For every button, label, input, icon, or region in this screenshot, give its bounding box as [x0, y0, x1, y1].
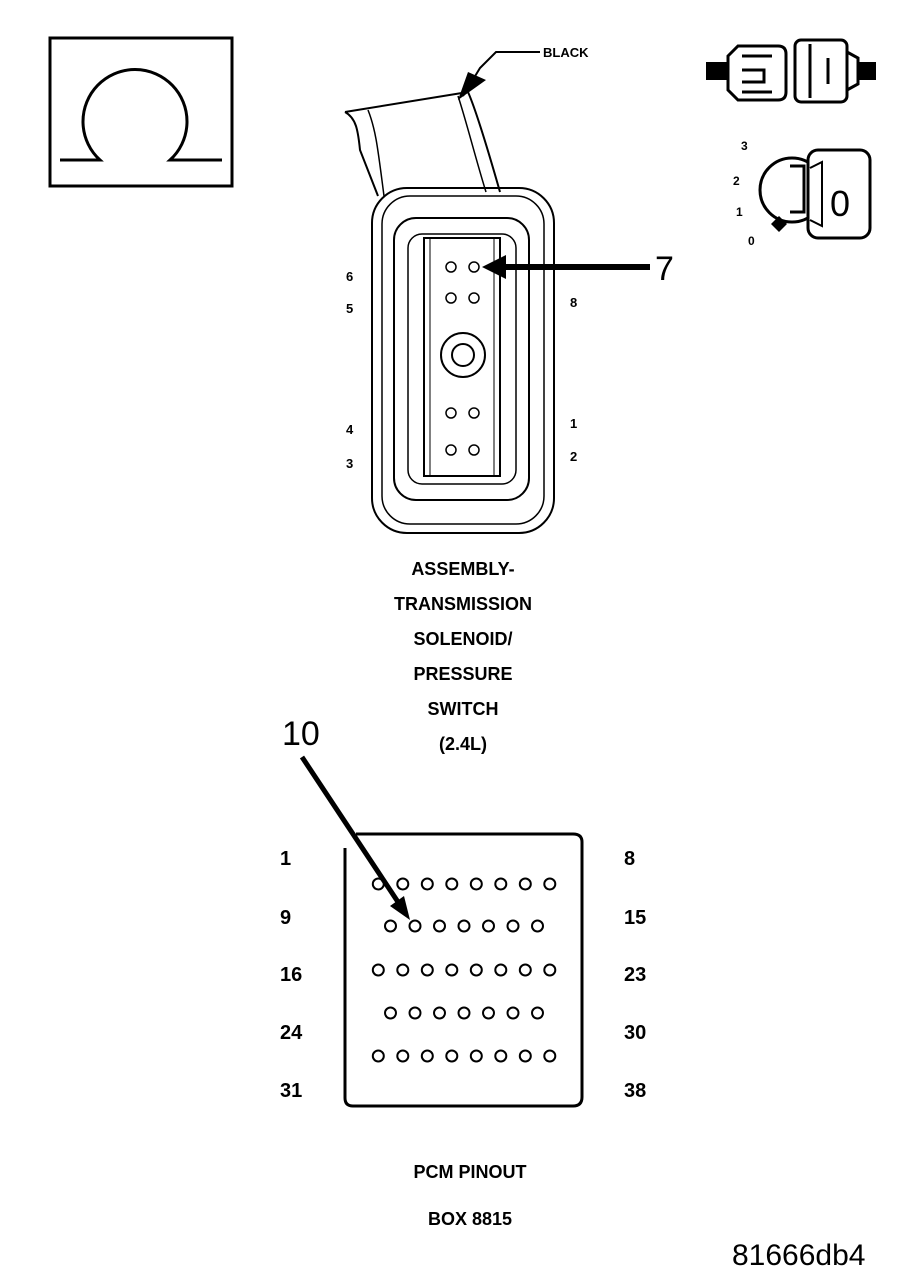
pcm-connector: [343, 832, 584, 1108]
connector-title-line-3: SOLENOID/: [413, 629, 512, 649]
connector-title-line-5: SWITCH: [428, 699, 499, 719]
ignition-key-icon: 0 3 2 1 0: [733, 139, 872, 248]
pcm-pin-34: [445, 1049, 459, 1063]
wire-color-label: BLACK: [543, 45, 589, 60]
connector-pin-8: [468, 292, 480, 304]
pcm-pin-16: [371, 963, 385, 977]
connector-title-line-1: ASSEMBLY-: [411, 559, 514, 579]
pcm-title-line-2: BOX 8815: [428, 1209, 512, 1229]
pcm-pin-1: [371, 877, 385, 891]
figure-id: 81666db4: [732, 1239, 865, 1272]
pin-label-6: 6: [346, 269, 353, 284]
pcm-pin-25: [408, 1006, 422, 1020]
pcm-pin-21: [494, 963, 508, 977]
pcm-row-label-1: 1: [280, 848, 291, 870]
pcm-pin-37: [518, 1049, 532, 1063]
connector-pin-6: [445, 261, 457, 273]
pcm-row-label-9: 9: [280, 907, 291, 929]
pcm-pin-35: [469, 1049, 483, 1063]
pcm-pin-23: [543, 963, 557, 977]
range-label-3: 3: [741, 139, 748, 153]
callout-10: 10: [282, 715, 320, 753]
pcm-pin-31: [371, 1049, 385, 1063]
connector-pin-5: [445, 292, 457, 304]
callout-7: 7: [655, 250, 674, 288]
pcm-pin-27: [457, 1006, 471, 1020]
pcm-pin-11: [433, 919, 446, 933]
wire-color-callout: BLACK: [458, 45, 589, 100]
pcm-title: PCM PINOUT BOX 8815: [413, 1162, 526, 1229]
connector-center-post: [440, 332, 486, 378]
connector-pins: [445, 261, 480, 456]
pcm-pin-8: [543, 877, 557, 891]
pcm-row-label-30: 30: [624, 1022, 646, 1044]
connector-title-line-6: (2.4L): [439, 734, 487, 754]
pcm-pin-38: [543, 1049, 557, 1063]
pcm-row-label-24: 24: [280, 1022, 303, 1044]
pin-label-1: 1: [570, 416, 577, 431]
pcm-pin-24: [384, 1006, 397, 1020]
pcm-pin-29: [506, 1006, 520, 1020]
ohm-icon: [48, 36, 234, 188]
connector-pin-1: [468, 407, 480, 419]
pcm-row-label-8: 8: [624, 848, 635, 870]
pin-label-8: 8: [570, 295, 577, 310]
pcm-row-label-15: 15: [624, 907, 646, 929]
range-label-1: 1: [736, 205, 743, 219]
pcm-pin-30: [531, 1006, 544, 1020]
pin-label-5: 5: [346, 301, 353, 316]
pcm-pin-3: [420, 877, 434, 891]
pin-label-3: 3: [346, 456, 353, 471]
pcm-pin-15: [531, 919, 544, 933]
callout-10-arrow: 10: [282, 715, 410, 920]
pcm-pin-10: [408, 919, 422, 933]
pcm-pin-12: [457, 919, 471, 933]
pcm-pin-9: [384, 919, 397, 933]
connector-title-line-2: TRANSMISSION: [394, 594, 532, 614]
pcm-pin-5: [469, 877, 483, 891]
pcm-title-line-1: PCM PINOUT: [413, 1162, 526, 1182]
pcm-pin-2: [396, 877, 410, 891]
connector-title: ASSEMBLY- TRANSMISSION SOLENOID/ PRESSUR…: [394, 559, 532, 754]
pcm-row-label-16: 16: [280, 964, 302, 986]
connector-pin-2: [468, 444, 480, 456]
pcm-pin-13: [482, 919, 495, 933]
pcm-pin-20: [469, 963, 483, 977]
pcm-pin-4: [445, 877, 459, 891]
range-label-0: 0: [748, 234, 755, 248]
pcm-pin-28: [482, 1006, 495, 1020]
pcm-row-label-38: 38: [624, 1080, 646, 1102]
range-label-2: 2: [733, 174, 740, 188]
solenoid-connector: [344, 91, 555, 534]
pcm-row-label-31: 31: [280, 1080, 302, 1102]
pcm-row-label-23: 23: [624, 964, 646, 986]
test-probe-icon: [706, 38, 876, 104]
pcm-pin-26: [433, 1006, 446, 1020]
pcm-pin-19: [445, 963, 459, 977]
ignition-position-selected: 0: [830, 183, 850, 224]
pcm-pin-6: [494, 877, 508, 891]
pcm-pin-22: [518, 963, 532, 977]
connector-pin-3: [445, 444, 457, 456]
pcm-pin-14: [506, 919, 520, 933]
pcm-pin-18: [420, 963, 434, 977]
pcm-pin-36: [494, 1049, 508, 1063]
connector-title-line-4: PRESSURE: [413, 664, 512, 684]
pin-label-4: 4: [346, 422, 354, 437]
connector-pin-7: [468, 261, 480, 273]
pcm-pin-33: [420, 1049, 434, 1063]
pcm-pin-32: [396, 1049, 410, 1063]
callout-7-arrow: 7: [482, 250, 674, 288]
pcm-pin-17: [396, 963, 410, 977]
pin-label-2: 2: [570, 449, 577, 464]
pcm-pin-7: [518, 877, 532, 891]
connector-pin-4: [445, 407, 457, 419]
pcm-pins: [371, 877, 557, 1063]
